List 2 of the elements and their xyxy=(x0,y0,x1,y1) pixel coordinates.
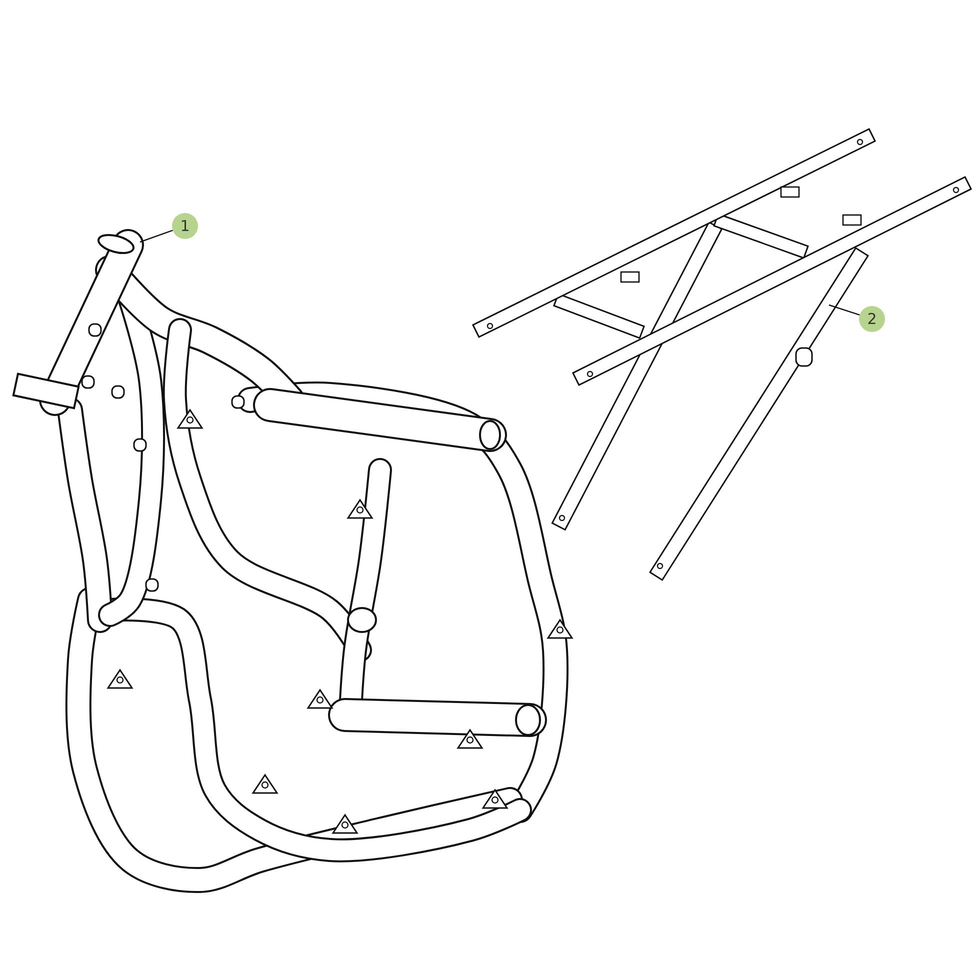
callout-number: 1 xyxy=(172,213,198,239)
leader-line xyxy=(140,230,173,243)
